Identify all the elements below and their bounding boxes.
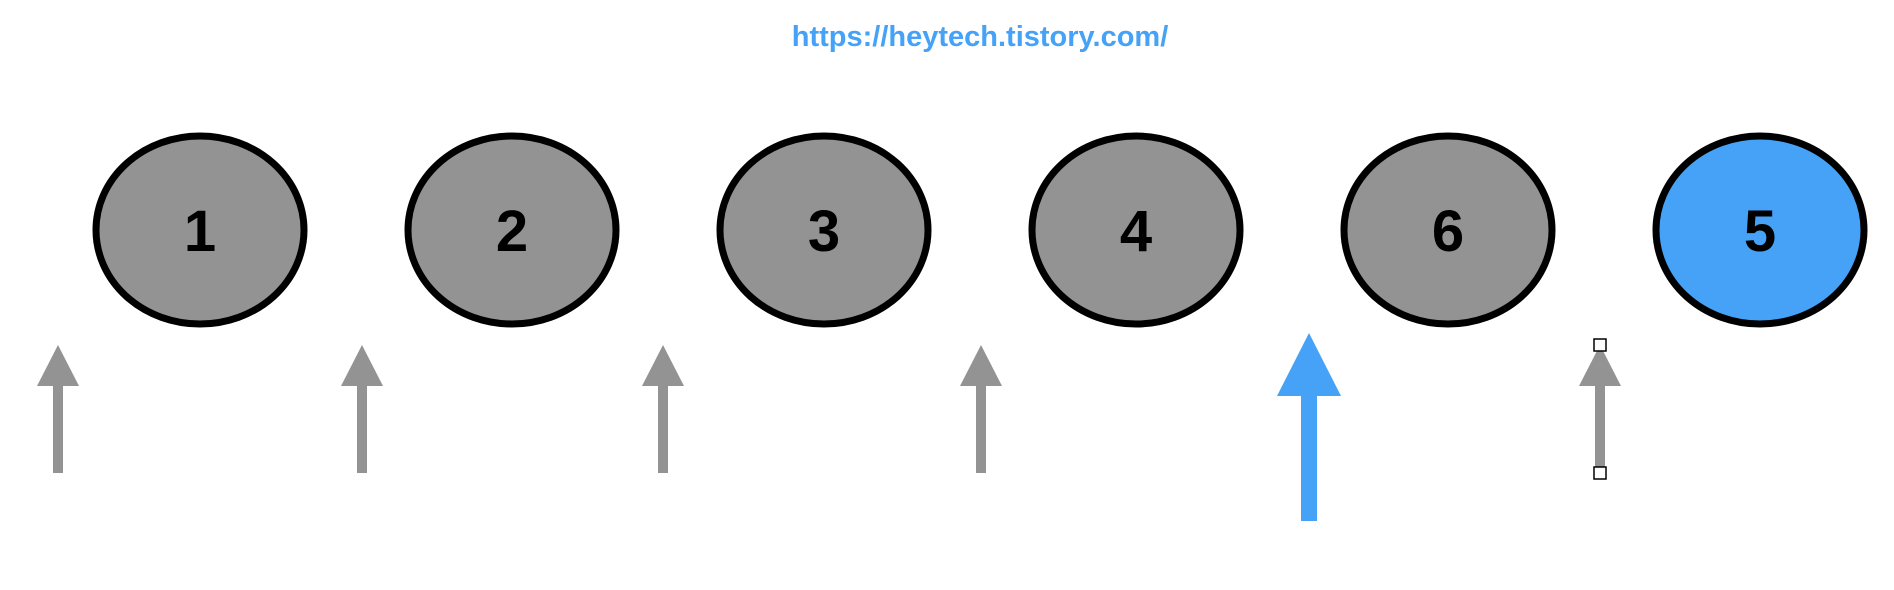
insertion-arrow [341, 345, 383, 473]
selection-handle-top[interactable] [1593, 338, 1607, 352]
node-label: 4 [1120, 199, 1152, 264]
node-circle [1652, 132, 1868, 328]
node-5: 5 [1652, 132, 1868, 328]
node-2: 2 [404, 132, 620, 328]
node-label: 3 [808, 199, 840, 264]
node-circle [1028, 132, 1244, 328]
arrow-shaft [976, 380, 986, 473]
node-circle [92, 132, 308, 328]
node-label: 5 [1744, 199, 1776, 264]
node-4: 4 [1028, 132, 1244, 328]
arrow-head [1579, 345, 1621, 386]
node-6: 6 [1340, 132, 1556, 328]
nodes-layer: 1 2 3 4 6 5 [92, 132, 1868, 328]
arrow-shaft [357, 380, 367, 473]
arrows-layer [37, 333, 1621, 521]
arrow-head [642, 345, 684, 386]
node-label: 1 [184, 199, 216, 264]
arrow-shaft [658, 380, 668, 473]
source-url: https://heytech.tistory.com/ [792, 21, 1169, 53]
node-circle [1340, 132, 1556, 328]
node-1: 1 [92, 132, 308, 328]
insertion-arrow [1579, 338, 1621, 480]
node-label: 6 [1432, 199, 1464, 264]
arrow-shaft [1595, 380, 1605, 473]
arrow-shaft [1301, 392, 1317, 521]
insertion-arrow [960, 345, 1002, 473]
insertion-arrow [642, 345, 684, 473]
insertion-arrow [37, 345, 79, 473]
node-circle [404, 132, 620, 328]
node-3: 3 [716, 132, 932, 328]
selection-handle-bottom[interactable] [1593, 466, 1607, 480]
arrow-head [341, 345, 383, 386]
arrow-head [37, 345, 79, 386]
node-label: 2 [496, 199, 528, 264]
insertion-arrow-highlighted [1277, 333, 1341, 521]
arrow-head [1277, 333, 1341, 396]
node-circle [716, 132, 932, 328]
arrow-head [960, 345, 1002, 386]
arrow-shaft [53, 380, 63, 473]
